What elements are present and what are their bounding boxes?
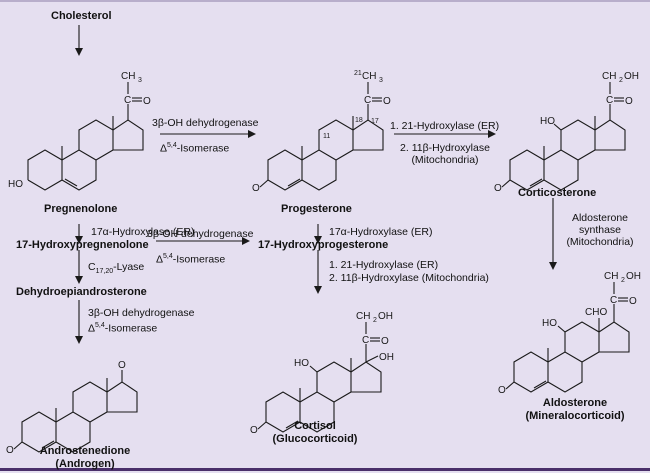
carbonyl-carbon-label: C: [606, 95, 613, 106]
arrow-17oh-pregnenolone-to-17oh-progesterone: [156, 237, 250, 245]
ch3-subscript: 3: [138, 77, 142, 84]
arrow-cholesterol-to-pregnenolone: [75, 25, 83, 56]
enzyme-isomerase-1: Δ5,4-Isomerase: [160, 142, 230, 155]
ch3-label: CH: [121, 71, 135, 82]
ch2oh-label: CH: [602, 71, 616, 82]
enzyme-11b-hydroxylase-1: 2. 11β-Hydroxylase: [400, 142, 490, 154]
progesterone-structure: C O 21 CH 3 11 18 17 O: [252, 70, 391, 194]
ch2oh-subscript: 2: [621, 277, 625, 284]
enzyme-aldosterone-synthase-1: Aldosterone: [571, 212, 629, 224]
pregnenolone-structure: C O CH 3 HO: [8, 71, 151, 191]
ketone-oxygen-label: O: [494, 183, 502, 194]
androstenedione-structure: O O: [6, 360, 138, 456]
carbon-11-label: 11: [323, 133, 330, 140]
ch2oh-label: CH: [356, 311, 370, 322]
compound-cholesterol: Cholesterol: [51, 10, 112, 22]
arrow-dhea-to-androstenedione: [75, 300, 83, 344]
hydroxyl-label: HO: [8, 179, 23, 190]
arrow-17oh-progesterone-to-cortisol: [314, 250, 322, 294]
ch2oh-subscript: 2: [619, 77, 623, 84]
compound-17-hydroxyprogesterone: 17-Hydroxyprogesterone: [258, 239, 389, 251]
enzyme-aldosterone-synthase-2: synthase: [578, 224, 622, 236]
enzyme-17a-hydroxylase-2: 17α-Hydroxylase (ER): [329, 226, 433, 238]
carbonyl-carbon-label: C: [610, 295, 617, 306]
ketone-oxygen-label: O: [498, 385, 506, 396]
enzyme-isomerase-2: Δ5,4-Isomerase: [156, 253, 226, 266]
ch2oh-label: CH: [604, 271, 618, 282]
ch3-label: CH: [362, 71, 376, 82]
ch2oh-subscript: 2: [373, 317, 377, 324]
ketone-oxygen-label: O: [250, 425, 258, 436]
compound-dehydroepiandrosterone: Dehydroepiandrosterone: [16, 286, 147, 298]
compound-aldosterone-class: (Mineralocorticoid): [525, 410, 625, 422]
compound-corticosterone: Corticosterone: [518, 187, 597, 199]
compound-cortisol-class: (Glucocorticoid): [272, 433, 358, 445]
ketone-17-oxygen-label: O: [118, 360, 126, 371]
arrow-pregnenolone-to-progesterone: [160, 130, 256, 138]
arrow-17oh-pregnenolone-to-dhea: [75, 250, 83, 284]
ch3-subscript: 3: [379, 77, 383, 84]
aldehyde-label: CHO: [585, 307, 607, 318]
compound-androstenedione-class: (Androgen): [55, 458, 115, 470]
hydroxyl-17-label: OH: [379, 352, 394, 363]
ketone-oxygen-label: O: [6, 445, 14, 456]
enzyme-17a-hydroxylase-1: 17α-Hydroxylase (ER): [91, 226, 195, 238]
carbonyl-carbon-label: C: [362, 335, 369, 346]
ch2oh-tail: OH: [624, 71, 639, 82]
corticosterone-structure: C O CH 2 OH HO O: [494, 71, 639, 194]
ketone-oxygen-label: O: [252, 183, 260, 194]
enzyme-3b-oh-dehydrogenase-1: 3β-OH dehydrogenase: [152, 117, 259, 129]
carbonyl-carbon-label: C: [364, 95, 371, 106]
enzyme-11b-hydroxylase-location: (Mitochondria): [411, 154, 479, 166]
oxygen-label: O: [143, 96, 151, 107]
compound-17-hydroxypregnenolone: 17-Hydroxypregnenolone: [16, 239, 149, 251]
enzyme-aldosterone-synthase-location: (Mitochondria): [566, 236, 634, 248]
compound-progesterone: Progesterone: [281, 203, 352, 215]
enzyme-11b-hydroxylase-2: 2. 11β-Hydroxylase (Mitochondria): [329, 272, 489, 284]
oxygen-label: O: [383, 96, 391, 107]
enzyme-c17-20-lyase: C17,20-Lyase: [88, 261, 145, 276]
compound-aldosterone: Aldosterone: [542, 397, 608, 409]
carbonyl-carbon-label: C: [124, 95, 131, 106]
enzyme-21-hydroxylase-1: 1. 21-Hydroxylase (ER): [390, 120, 500, 132]
compound-androstenedione: Androstenedione: [39, 445, 131, 457]
arrow-progesterone-to-corticosterone: [394, 130, 496, 138]
oxygen-label: O: [381, 336, 389, 347]
enzyme-3b-oh-dehydrogenase-3: 3β-OH dehydrogenase: [88, 307, 195, 319]
carbon-18-label: 18: [355, 117, 363, 124]
hydroxyl-11-label: HO: [542, 318, 557, 329]
enzyme-isomerase-3: Δ5,4-Isomerase: [88, 322, 158, 335]
cortisol-structure: C O CH 2 OH OH HO O: [250, 311, 394, 436]
oxygen-label: O: [629, 296, 637, 307]
hydroxyl-label: HO: [540, 116, 555, 127]
enzyme-3b-oh-dehydrogenase-2: 3β-OH dehydrogenase: [147, 228, 254, 240]
carbon-17-label: 17: [371, 118, 379, 125]
compound-pregnenolone: Pregnenolone: [44, 203, 118, 215]
ch2oh-tail: OH: [378, 311, 393, 322]
aldosterone-structure: C O CH 2 OH CHO HO O: [498, 271, 641, 396]
arrow-pregnenolone-to-17oh-pregnenolone: [75, 224, 83, 244]
oxygen-label: O: [625, 96, 633, 107]
enzyme-21-hydroxylase-2: 1. 21-Hydroxylase (ER): [329, 259, 439, 271]
compound-cortisol: Cortisol: [294, 420, 336, 432]
ch2oh-tail: OH: [626, 271, 641, 282]
arrow-corticosterone-to-aldosterone: [549, 198, 557, 270]
carbon-21-label: 21: [354, 70, 362, 77]
hydroxyl-11-label: HO: [294, 358, 309, 369]
arrow-progesterone-to-17oh-progesterone: [314, 224, 322, 244]
